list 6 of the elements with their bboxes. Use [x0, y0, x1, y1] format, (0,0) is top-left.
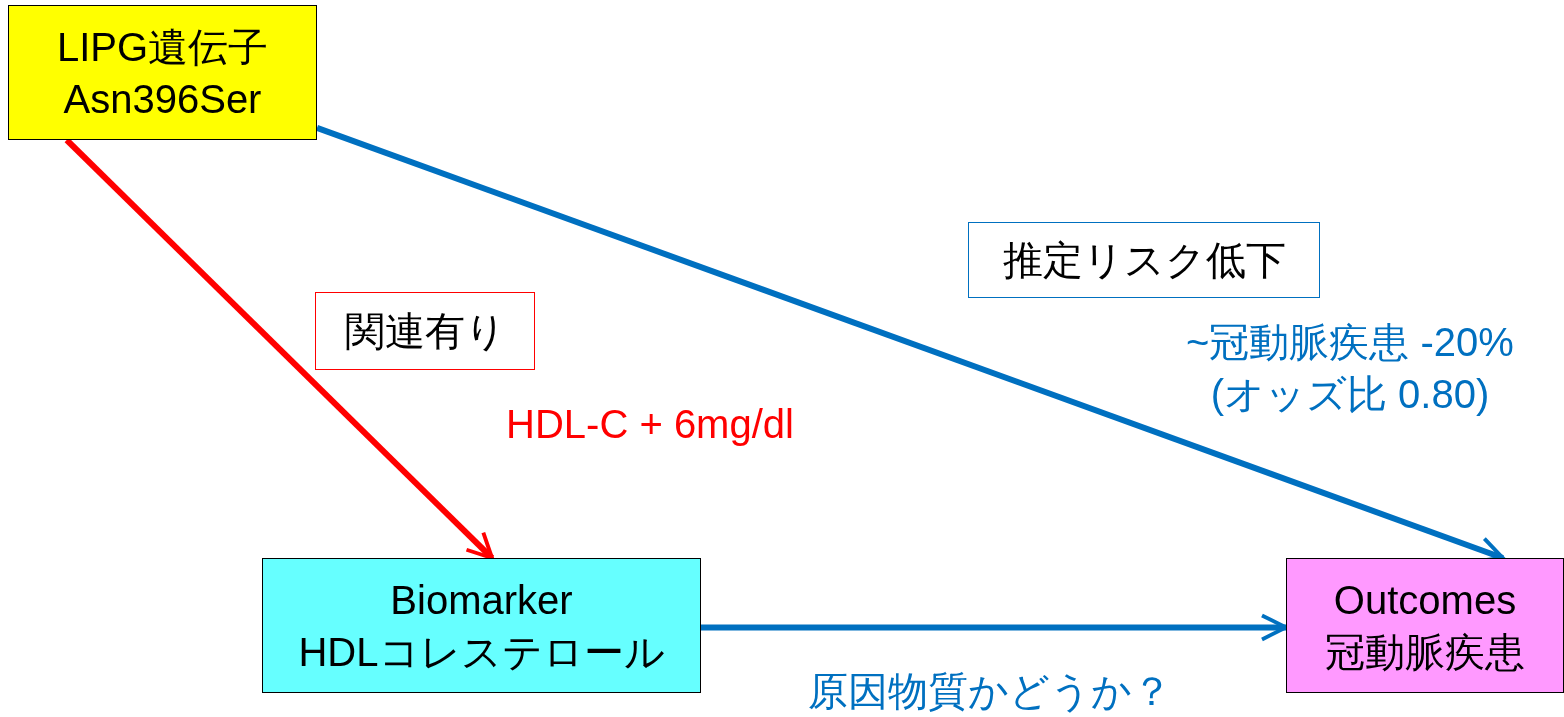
note-box: 関連有り: [315, 292, 535, 370]
gene-box: LIPG遺伝子 Asn396Ser: [8, 5, 317, 140]
arrow: [701, 613, 1288, 642]
note-box: 推定リスク低下: [968, 222, 1320, 298]
biomarker-box: Biomarker HDLコレステロール: [262, 558, 701, 693]
outcome-box: Outcomes 冠動脈疾患: [1286, 558, 1564, 693]
